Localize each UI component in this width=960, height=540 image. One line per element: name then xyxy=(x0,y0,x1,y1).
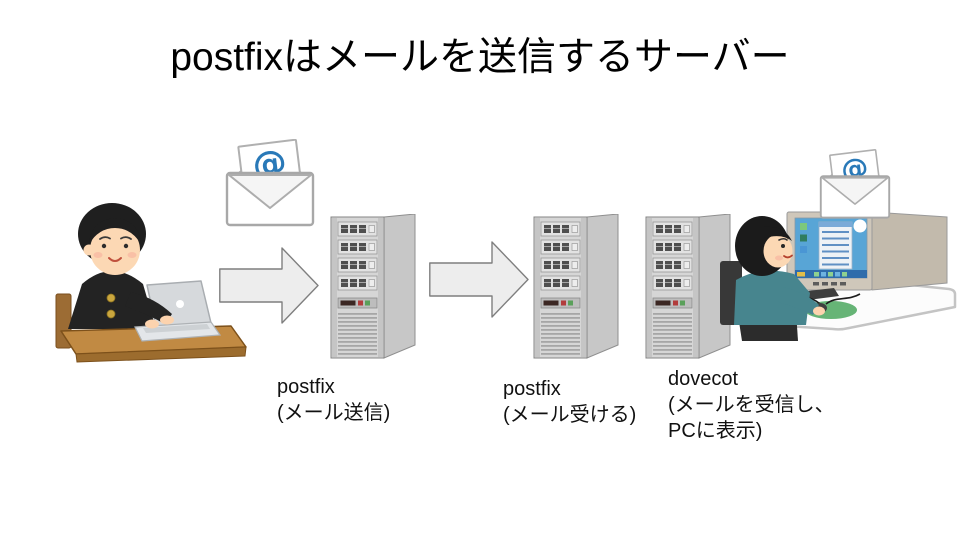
server-3-label-line: (メールを受信し、 xyxy=(668,394,835,416)
flow-arrow-2-icon xyxy=(429,241,529,318)
sender-body xyxy=(68,271,156,329)
monitor-icon xyxy=(786,211,948,291)
server-3-label: dovecot (メールを受信し、 PCに表示) xyxy=(668,366,835,444)
server-2-icon xyxy=(533,214,621,360)
sender-arm xyxy=(125,292,174,329)
server-1-label-line: postfix xyxy=(277,376,335,398)
server-1-label: postfix (メール送信) xyxy=(277,374,390,426)
server-1-label-line: (メール送信) xyxy=(277,402,391,424)
receiver-head xyxy=(735,216,793,276)
server-2-label-line: (メール受ける) xyxy=(503,404,637,426)
flow-arrow-1-icon xyxy=(219,247,319,324)
server-3-label-line: dovecot xyxy=(668,368,739,390)
receiver-body xyxy=(734,270,810,325)
server-2-label: postfix (メール受ける) xyxy=(503,376,636,428)
server-3-label-line: PCに表示) xyxy=(668,420,763,442)
sender-head xyxy=(78,203,146,275)
slide-title: postfixはメールを送信するサーバー xyxy=(170,36,790,79)
sender-envelope-icon xyxy=(221,139,319,229)
server-1-icon xyxy=(330,214,418,360)
receiver-person-illustration xyxy=(720,211,957,341)
receiver-arm xyxy=(778,287,825,316)
receiver-envelope-icon xyxy=(816,143,894,227)
sender-person-illustration xyxy=(55,203,247,363)
server-2-label-line: postfix xyxy=(503,378,561,400)
